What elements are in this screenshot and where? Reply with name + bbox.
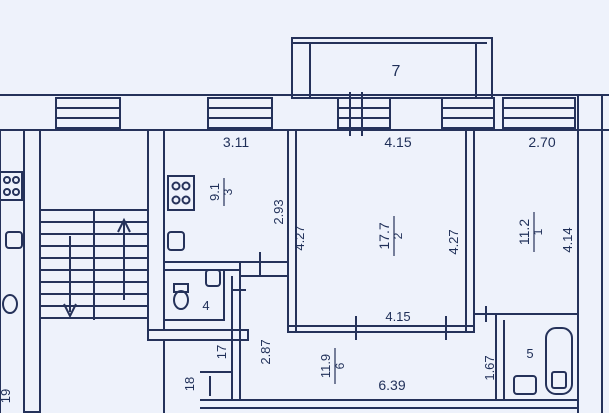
room3-number: 3: [221, 188, 235, 195]
dim-room3-right: 2.93: [271, 199, 286, 224]
bath-number: 5: [526, 346, 533, 361]
dim-hall-left: 2.87: [258, 339, 273, 364]
dim-room2-right: 4.27: [446, 229, 461, 254]
sink: [513, 375, 537, 395]
sink-left: [5, 231, 23, 249]
dim-bath-left: 1.67: [482, 355, 497, 380]
dim-room2-bottom: 4.15: [385, 309, 410, 324]
room6-number: 6: [333, 362, 347, 369]
label-18: 18: [182, 377, 197, 391]
room2-area: 17.7: [376, 222, 392, 249]
staircase: [40, 209, 148, 320]
label-19: 19: [0, 389, 13, 403]
room1-number: 1: [531, 228, 545, 235]
room1-area: 11.2: [516, 219, 532, 245]
dim-room3-top: 3.11: [223, 134, 249, 150]
window-3: [337, 92, 391, 136]
balcony-number: 7: [392, 63, 401, 80]
room6-area: 11.9: [318, 354, 333, 378]
wc-number: 4: [202, 298, 209, 313]
dim-room2-top: 4.15: [384, 134, 411, 150]
wall-lines: [0, 37, 609, 413]
window-1: [55, 97, 121, 129]
dim-room2-left: 4.27: [292, 225, 307, 250]
label-17: 17: [214, 345, 229, 359]
window-5: [502, 97, 576, 129]
bathtub: [545, 327, 573, 395]
dim-room1-top: 2.70: [528, 134, 555, 150]
stove-left: [0, 171, 23, 201]
balcony-outline: [291, 37, 493, 99]
room2-number: 2: [391, 232, 405, 239]
room3-area: 9.1: [207, 183, 222, 201]
toilet-wc: [173, 283, 189, 310]
window-4: [441, 97, 495, 129]
sink-wc: [205, 269, 221, 287]
window-2: [207, 97, 273, 129]
toilet-left: [2, 294, 18, 314]
stove-room3: [167, 175, 195, 211]
dim-room1-right: 4.14: [560, 227, 575, 252]
sink-room3: [167, 231, 185, 251]
dim-hall-bottom: 6.39: [378, 377, 405, 393]
